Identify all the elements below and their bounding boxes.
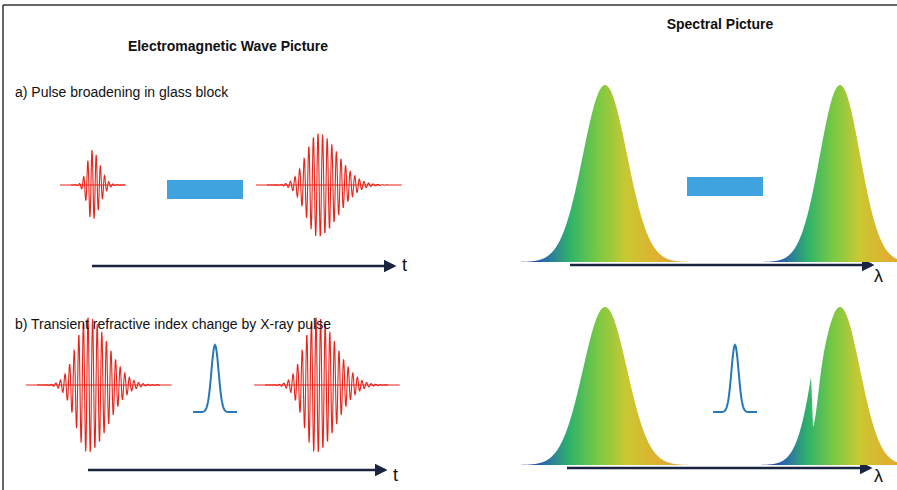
row-caption: a) Pulse broadening in glass block bbox=[15, 84, 228, 100]
axis-label: t bbox=[393, 465, 398, 486]
laser-pulse bbox=[71, 150, 125, 219]
wavelength-axis bbox=[567, 467, 870, 470]
axis-label: λ bbox=[874, 466, 883, 487]
frame-line bbox=[3, 4, 897, 6]
glass-block bbox=[687, 177, 763, 196]
panel-heading: Electromagnetic Wave Picture bbox=[128, 38, 328, 54]
row-caption: b) Transient refractive index change by … bbox=[15, 316, 331, 332]
time-axis bbox=[92, 265, 394, 268]
time-axis bbox=[88, 469, 385, 472]
frame-line bbox=[2, 5, 4, 490]
laser-pulse bbox=[265, 318, 400, 452]
axis-label: λ bbox=[874, 266, 883, 287]
x-ray-pulse bbox=[713, 345, 757, 412]
axis-label: t bbox=[402, 255, 407, 276]
laser-pulses bbox=[26, 133, 402, 451]
wavelength-axis bbox=[570, 264, 872, 267]
spectrum bbox=[517, 307, 693, 465]
spectrum bbox=[760, 85, 897, 262]
laser-pulse bbox=[37, 318, 172, 452]
x-ray-pulses bbox=[193, 345, 757, 412]
x-ray-pulse bbox=[193, 345, 237, 412]
laser-pulse bbox=[267, 133, 402, 236]
panel-heading: Spectral Picture bbox=[667, 16, 774, 32]
spectra bbox=[517, 85, 897, 465]
glass-block bbox=[167, 180, 243, 199]
spectrum bbox=[517, 85, 693, 262]
spectrum bbox=[760, 307, 897, 465]
